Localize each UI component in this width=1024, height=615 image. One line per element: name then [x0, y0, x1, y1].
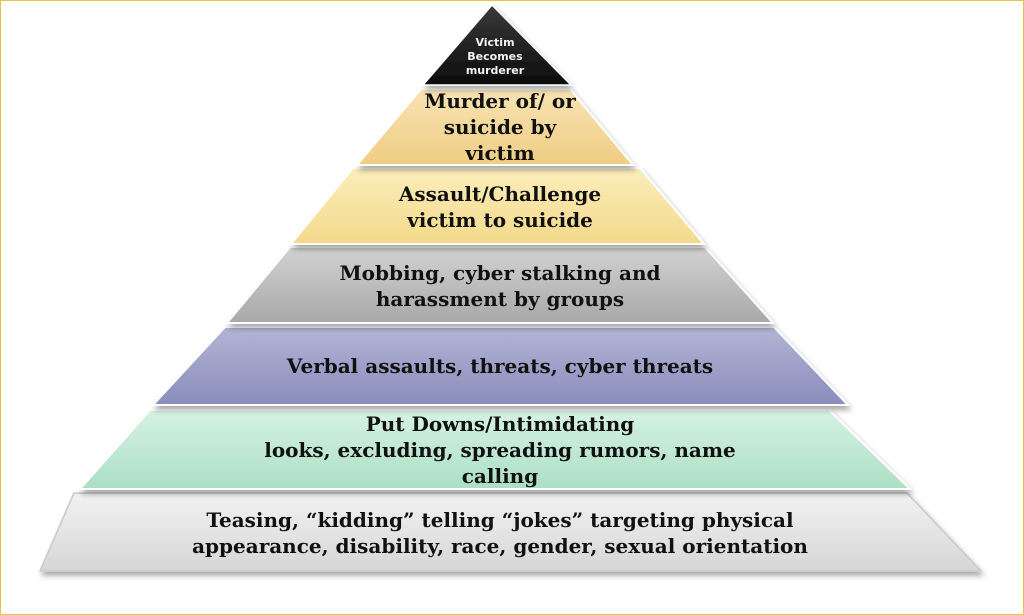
tier-2-band: [354, 88, 636, 166]
tier-2-label: Murder of/ or suicide by victim: [424, 89, 576, 165]
tier-4-label: Mobbing, cyber stalking and harassment b…: [339, 260, 661, 311]
tier-5-band: [150, 326, 851, 406]
tier-3-label: Assault/Challenge victim to suicide: [398, 182, 602, 232]
tier-6-band: [77, 409, 913, 490]
tier-7-band: [38, 492, 983, 572]
tier-3-band: [288, 167, 707, 245]
tier-7-label: Teasing, “kidding” telling “jokes” targe…: [192, 507, 808, 558]
tier-4-band: [224, 246, 776, 324]
top-tier-label: Victim Becomes murderer: [465, 36, 525, 77]
tier-5-label: Verbal assaults, threats, cyber threats: [286, 354, 714, 378]
tier-6-label: Put Downs/Intimidating looks, excluding,…: [264, 411, 736, 488]
top-tier-triangle: [421, 3, 573, 86]
